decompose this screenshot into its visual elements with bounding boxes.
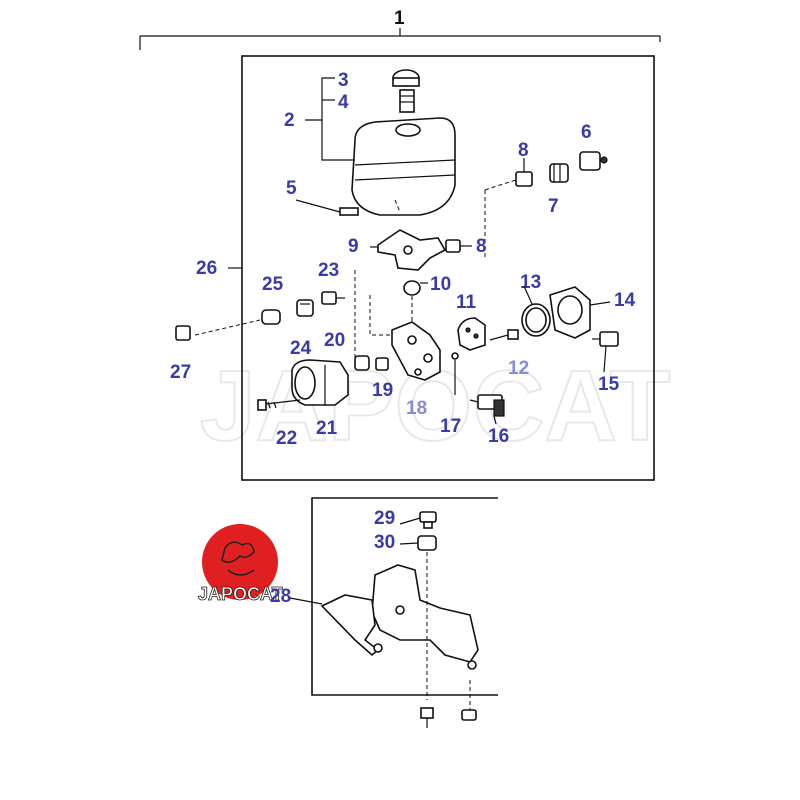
cover-14	[549, 286, 591, 339]
bottom-nut	[461, 709, 477, 721]
pin-17	[451, 352, 459, 395]
callout-27: 27	[170, 362, 191, 383]
callout-1: 1	[394, 8, 405, 29]
assembly-bracket	[139, 28, 661, 50]
reservoir-strainer	[399, 89, 415, 113]
callout-3: 3	[338, 70, 349, 91]
callout-12: 12	[508, 358, 529, 379]
sensor-15	[592, 331, 619, 347]
callout-23: 23	[318, 260, 339, 281]
fitting-6	[579, 151, 608, 171]
callout-20: 20	[324, 330, 345, 351]
o-ring-13	[521, 303, 551, 337]
bolt-29	[419, 511, 437, 529]
callout-11: 11	[456, 292, 477, 313]
callout-8-lower: 8	[476, 236, 487, 257]
bolt-22	[257, 399, 301, 411]
callout-6: 6	[581, 122, 592, 143]
callout-25: 25	[262, 274, 284, 295]
fitting-8-upper	[515, 158, 533, 187]
cap-27	[175, 325, 191, 341]
bracket-9	[370, 229, 447, 271]
valve-11	[457, 317, 486, 351]
bushing-19	[375, 357, 389, 371]
fitting-7	[549, 163, 569, 183]
bracket-assembly-frame	[311, 497, 498, 696]
callout-5: 5	[286, 178, 297, 199]
grommet-30	[417, 535, 437, 551]
logo-text: JAPOCAT	[198, 584, 283, 604]
callout-4: 4	[338, 92, 349, 113]
bushing-20	[354, 355, 370, 371]
plug-25	[261, 309, 281, 325]
bolt-5	[295, 199, 359, 216]
valve-24	[296, 299, 314, 317]
collar-10	[403, 280, 428, 296]
housing-18	[391, 321, 441, 381]
callout-26: 26	[196, 258, 217, 279]
callout-22: 22	[276, 428, 297, 449]
callout-16: 16	[488, 426, 509, 447]
callout-9: 9	[348, 236, 359, 257]
callout-21: 21	[316, 418, 338, 439]
bottom-bolt	[420, 707, 434, 728]
callout-24: 24	[290, 338, 312, 359]
callout-19: 19	[372, 380, 393, 401]
callout-2: 2	[284, 110, 295, 131]
callout-17: 17	[440, 416, 461, 437]
reservoir-cap	[392, 69, 420, 87]
pump-motor-21	[291, 359, 349, 406]
callout-13: 13	[520, 272, 541, 293]
callout-14: 14	[614, 290, 636, 311]
callout-18: 18	[406, 398, 427, 419]
screw-12	[489, 329, 519, 341]
fitting-23	[321, 291, 345, 305]
japocat-logo: JAPOCAT	[198, 524, 283, 604]
callout-15: 15	[598, 374, 620, 395]
mounting-bracket-28	[320, 564, 479, 670]
callout-10: 10	[430, 274, 451, 295]
sensor-16	[469, 394, 505, 417]
callout-8-upper: 8	[518, 140, 529, 161]
callout-7: 7	[548, 196, 559, 217]
nut-8-lower	[445, 239, 472, 253]
callout-29: 29	[374, 508, 395, 529]
callout-30: 30	[374, 532, 395, 553]
reservoir-tank	[351, 117, 456, 216]
callout-28: 28	[270, 586, 291, 607]
